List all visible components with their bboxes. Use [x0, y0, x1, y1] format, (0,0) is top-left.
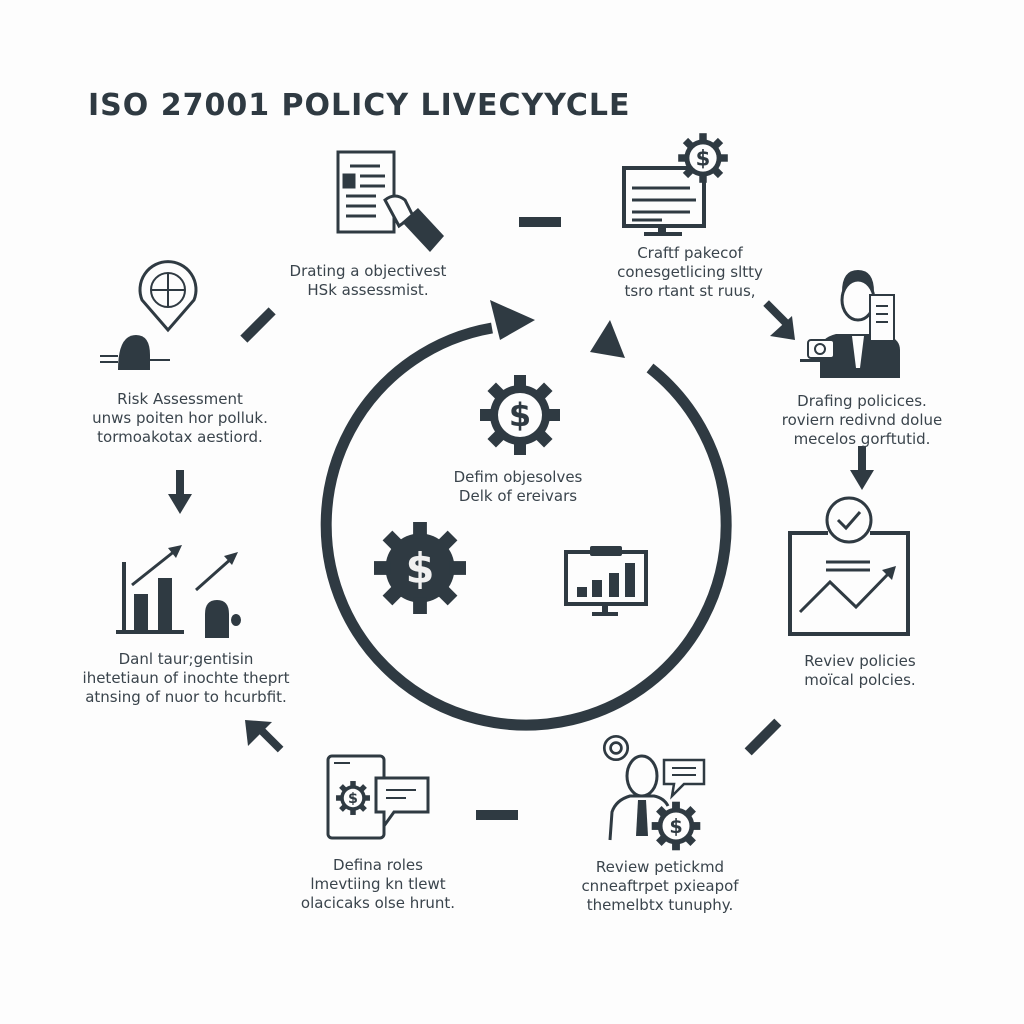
bar-chart-growth-icon: [116, 545, 241, 638]
svg-text:$: $: [509, 396, 531, 434]
cycle-ring: [320, 300, 732, 731]
label-line: Drafing policices.: [797, 392, 927, 410]
label-line: Reviev policies: [804, 652, 916, 670]
step-label-top-right: Craftf pakecof conesgetlicing sltty tsro…: [590, 244, 790, 301]
label-line: moïcal polcies.: [804, 671, 916, 689]
businessman-document-icon: [800, 270, 900, 378]
monitor-dollar-gear-icon: $: [622, 133, 728, 236]
cycle-arrow-tip-icon: [590, 320, 625, 358]
label-line: themelbtx tunuphy.: [586, 896, 734, 914]
label-line: lmevtiing kn tlewt: [310, 875, 446, 893]
connectors: [168, 217, 874, 820]
document-hand-icon: [336, 150, 444, 252]
center-label: Defim objesolves Delk of ereivars: [418, 468, 618, 506]
label-line: unws poiten hor polluk.: [92, 409, 268, 427]
review-chart-check-icon: [788, 496, 910, 636]
label-line: Drating a objectivest: [289, 262, 447, 280]
label-line: Review petickmd: [595, 858, 725, 876]
label-line: Delk of ereivars: [458, 487, 578, 505]
label-line: HSk assessmist.: [307, 281, 429, 299]
connector-dash-bottom-right: [744, 718, 782, 756]
label-line: roviern redivnd dolue: [781, 411, 943, 429]
cycle-arrow-head-icon: [490, 300, 535, 340]
label-line: ihetetiaun of inochte theprt: [82, 669, 290, 687]
label-line: Craftf pakecof: [637, 244, 743, 262]
svg-text:$: $: [348, 791, 358, 807]
arrow-down-icon-left: [168, 470, 192, 514]
label-line: tsro rtant st ruus,: [624, 282, 756, 300]
step-label-left-upper: Risk Assessment unws poiten hor polluk. …: [60, 390, 300, 447]
dollar-gear-solid-icon: $: [374, 522, 466, 614]
label-line: tormoakotax aestiord.: [97, 428, 263, 446]
label-line: olacicaks olse hrunt.: [300, 894, 456, 912]
arrow-down-right-icon: [763, 300, 795, 340]
svg-text:$: $: [669, 815, 682, 838]
svg-text:$: $: [696, 145, 711, 170]
label-line: conesgetlicing sltty: [617, 263, 763, 281]
label-line: Risk Assessment: [117, 390, 243, 408]
tablet-dollar-chat-icon: $: [326, 754, 430, 840]
svg-text:$: $: [406, 545, 435, 593]
monitor-bar-chart-icon: [564, 546, 648, 616]
step-label-top-left: Drating a objectivest HSk assessmist.: [258, 262, 478, 300]
connector-dash-top-left: [240, 307, 276, 343]
step-label-right-upper: Drafing policices. roviern redivnd dolue…: [752, 392, 972, 449]
step-label-right-lower: Reviev policies moïcal polcies.: [760, 652, 960, 690]
label-line: Defina roles: [333, 856, 423, 874]
person-gear-dollar-chat-icon: $: [602, 734, 706, 851]
connector-dash-top: [519, 217, 561, 227]
label-line: Danl taur;gentisin: [118, 650, 254, 668]
arrow-up-left-icon: [245, 720, 284, 753]
arrow-down-icon-right: [850, 446, 874, 490]
label-line: mecelos gorftutid.: [793, 430, 931, 448]
connector-dash-bottom: [476, 810, 518, 820]
dollar-gear-icon: $: [480, 375, 560, 455]
label-line: Defim objesolves: [453, 468, 583, 486]
location-globe-person-icon: [100, 260, 198, 370]
step-label-bottom-left: Defina roles lmevtiing kn tlewt olacicak…: [278, 856, 478, 913]
label-line: atnsing of nuor to hcurbfit.: [85, 688, 287, 706]
step-label-left-lower: Danl taur;gentisin ihetetiaun of inochte…: [56, 650, 316, 707]
step-label-bottom-right: Review petickmd cnneaftrpet pxieapof the…: [550, 858, 770, 915]
page-title: ISO 27001 POLICY LIVECYYCLE: [88, 88, 631, 123]
label-line: cnneaftrpet pxieapof: [581, 877, 739, 895]
